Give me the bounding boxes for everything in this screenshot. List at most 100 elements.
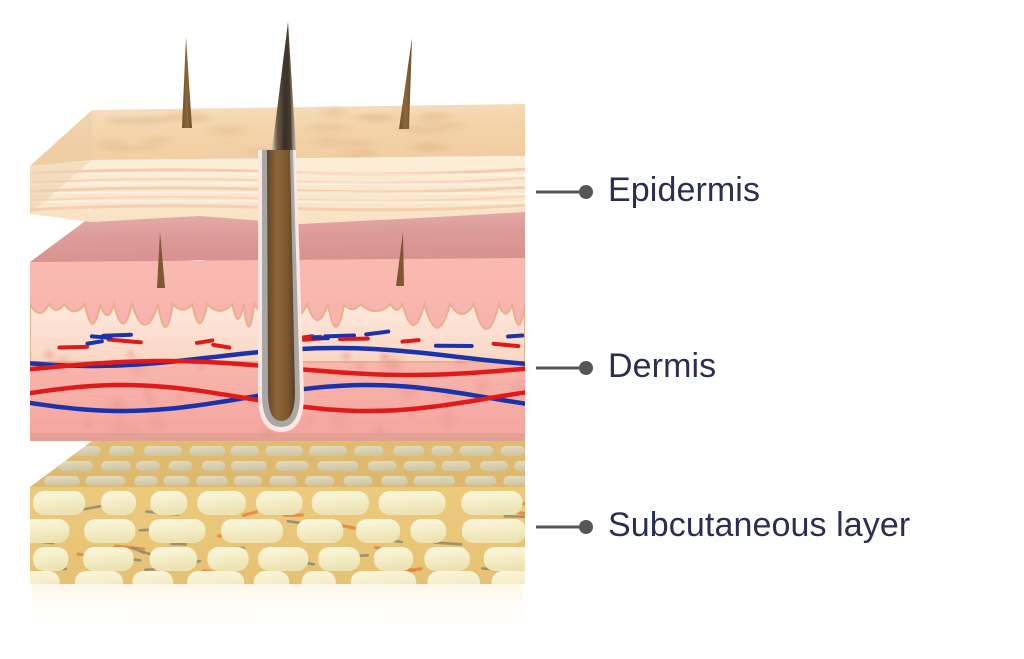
small-hair-left-root bbox=[157, 232, 165, 288]
fat-cell-top bbox=[413, 476, 456, 486]
connective-septum bbox=[170, 542, 187, 546]
fat-cell-top bbox=[464, 476, 497, 486]
small-hair-right bbox=[399, 38, 412, 129]
fat-cell-top bbox=[269, 476, 297, 486]
epidermis-pore bbox=[350, 111, 407, 126]
capillary-segment bbox=[364, 329, 391, 337]
dermis-spot bbox=[371, 422, 386, 438]
leader-dot-subcutaneous bbox=[579, 520, 593, 534]
fat-cell-top bbox=[367, 461, 397, 471]
fat-cell bbox=[220, 519, 284, 543]
capillary-segment bbox=[323, 333, 357, 339]
fat-cell bbox=[33, 547, 69, 571]
fat-cell-top bbox=[230, 446, 260, 456]
epidermis-pore bbox=[419, 118, 472, 133]
epidermis-pores bbox=[91, 104, 472, 165]
fat-cell bbox=[461, 491, 523, 515]
fat-cell bbox=[410, 519, 447, 543]
fat-cell-top bbox=[233, 476, 263, 486]
subcutaneous-front-fat-cells bbox=[30, 491, 525, 584]
epidermis-pore bbox=[329, 135, 384, 152]
capillary-segment bbox=[506, 333, 525, 339]
connective-septum bbox=[432, 541, 463, 546]
epidermis-pore bbox=[91, 136, 132, 154]
fat-cell bbox=[74, 571, 124, 584]
fat-cell-top bbox=[189, 446, 226, 456]
dermis-spot bbox=[383, 352, 408, 377]
fat-cell-top bbox=[163, 476, 190, 486]
subcutaneous-shadow bbox=[32, 584, 523, 636]
leader-dot-dermis bbox=[579, 361, 593, 375]
fat-cell bbox=[207, 547, 249, 571]
fat-cell bbox=[83, 547, 134, 571]
hair-follicle-group bbox=[258, 22, 304, 432]
fat-cell bbox=[296, 519, 344, 543]
fat-cell bbox=[84, 519, 136, 543]
dermis-texture-spots bbox=[41, 346, 525, 441]
epidermis-highlight bbox=[30, 181, 525, 187]
fat-cell bbox=[301, 571, 336, 584]
dermis-spot bbox=[395, 376, 423, 403]
capillary-segment bbox=[85, 339, 104, 346]
epidermis-highlight bbox=[30, 190, 525, 196]
subcutaneous-top-fat-cells bbox=[44, 446, 525, 486]
fat-cell-top bbox=[134, 476, 158, 486]
connective-septum bbox=[131, 546, 145, 554]
fat-cell-top bbox=[109, 446, 135, 456]
dermis-spot bbox=[141, 389, 160, 409]
dermis-spot bbox=[105, 414, 131, 440]
fat-cell-top bbox=[381, 476, 408, 486]
label-text-subcutaneous: Subcutaneous layer bbox=[608, 506, 910, 544]
epidermis-pore bbox=[202, 121, 254, 140]
label-epidermis[interactable]: Epidermis bbox=[536, 171, 760, 209]
fat-cell-top bbox=[393, 446, 425, 456]
dermis-spot bbox=[406, 410, 417, 421]
dermis-spot bbox=[261, 426, 276, 441]
hair-root-bulb bbox=[267, 150, 295, 421]
small-hair-left bbox=[182, 37, 192, 128]
fat-cell bbox=[132, 571, 174, 584]
fat-cell bbox=[197, 491, 246, 515]
fat-cell bbox=[30, 519, 70, 543]
fat-cell bbox=[258, 547, 309, 571]
dermis-spot bbox=[174, 390, 187, 403]
capillary-segment bbox=[57, 344, 89, 350]
fat-cell-top bbox=[275, 461, 309, 471]
fat-cell-top bbox=[309, 446, 347, 456]
fat-cell bbox=[350, 571, 417, 584]
fat-cell-top bbox=[503, 476, 525, 486]
fat-cell bbox=[311, 491, 369, 515]
dermis-spot bbox=[124, 347, 137, 361]
fat-cell bbox=[256, 491, 303, 515]
hair-shaft-core bbox=[283, 22, 292, 150]
epidermis-highlight bbox=[30, 199, 525, 205]
fat-cell bbox=[100, 491, 137, 515]
connective-septum bbox=[503, 514, 525, 519]
fat-cell bbox=[461, 519, 525, 543]
fat-cell-top bbox=[459, 446, 494, 456]
fat-cell-top bbox=[403, 461, 437, 471]
fat-cell-top bbox=[196, 476, 228, 486]
dermis-spot bbox=[41, 346, 57, 363]
fat-cell bbox=[355, 519, 401, 543]
small-hairs-group bbox=[157, 37, 412, 288]
dermis-spot bbox=[352, 358, 369, 375]
fat-cell-top bbox=[85, 476, 126, 486]
fat-cell bbox=[373, 547, 414, 571]
fat-cell-top bbox=[136, 461, 160, 471]
fat-cell bbox=[253, 571, 290, 584]
fat-cell bbox=[150, 491, 188, 515]
epidermis-pore bbox=[134, 139, 168, 153]
fat-cell-top bbox=[480, 461, 508, 471]
label-dermis[interactable]: Dermis bbox=[536, 347, 716, 385]
fat-cell bbox=[33, 491, 86, 515]
fat-cell bbox=[148, 519, 206, 543]
fat-cell bbox=[149, 547, 198, 571]
capillary-segment bbox=[400, 338, 421, 344]
subcutaneous-layer-group bbox=[30, 441, 525, 636]
label-subcutaneous[interactable]: Subcutaneous layer bbox=[536, 506, 910, 544]
fat-cell-top bbox=[265, 446, 304, 456]
epidermis-left-bevel bbox=[30, 110, 92, 214]
